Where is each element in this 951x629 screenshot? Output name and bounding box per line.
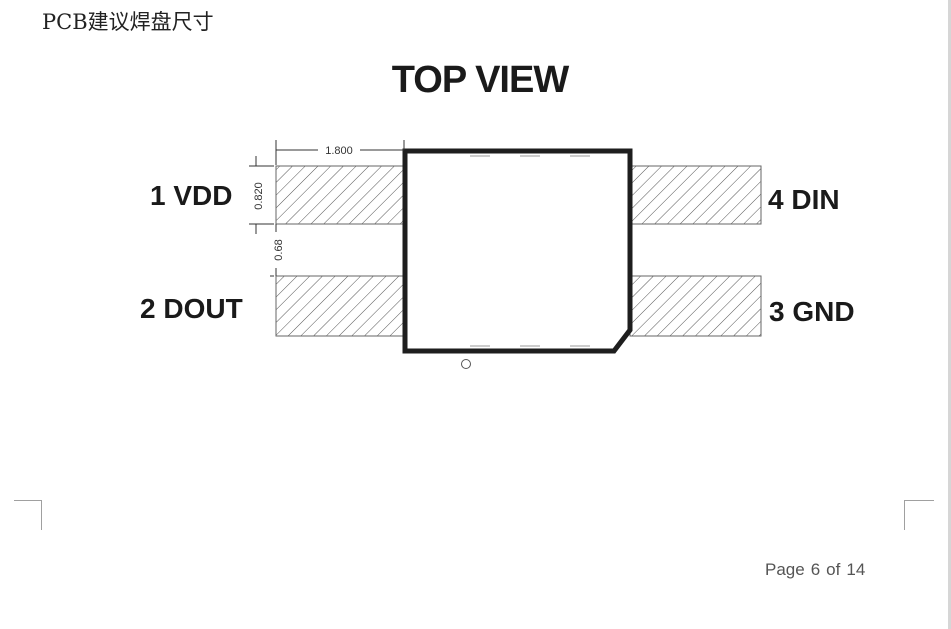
- dimension-pad-width-label: 0.820: [253, 182, 265, 210]
- drawing-title: TOP VIEW: [392, 59, 570, 101]
- pad-4-din: [629, 165, 762, 225]
- pin-label-3: 3 GND: [769, 296, 855, 327]
- section-heading: PCB建议焊盘尺寸: [42, 10, 214, 34]
- orientation-marker-icon: [461, 359, 471, 369]
- page-word: Page: [765, 560, 805, 579]
- crop-mark-right: [904, 500, 934, 530]
- pad-3-gnd: [629, 275, 762, 337]
- crop-mark-left: [14, 500, 42, 530]
- dimension-pad-width: [249, 156, 274, 234]
- pin-label-1: 1 VDD: [150, 180, 232, 211]
- dimension-pad-gap-label: 0.68: [273, 239, 285, 260]
- dimension-pad-length-label: 1.800: [325, 145, 353, 157]
- dimension-pad-gap: [270, 223, 277, 277]
- pad-1-vdd: [275, 165, 406, 225]
- pad-2-dout: [275, 275, 406, 337]
- total-pages-number: 14: [846, 560, 866, 579]
- pin-label-2: 2 DOUT: [140, 293, 243, 324]
- current-page-number: 6: [810, 560, 821, 579]
- package-body-outline: [402, 148, 633, 354]
- page-number-footer: Page 6 of 14: [765, 560, 865, 580]
- page-right-edge: [948, 0, 951, 629]
- dimension-pad-length: [275, 140, 405, 165]
- package-inner-dashes: [470, 155, 590, 347]
- of-word: of: [826, 560, 841, 579]
- pin-label-4: 4 DIN: [768, 184, 840, 215]
